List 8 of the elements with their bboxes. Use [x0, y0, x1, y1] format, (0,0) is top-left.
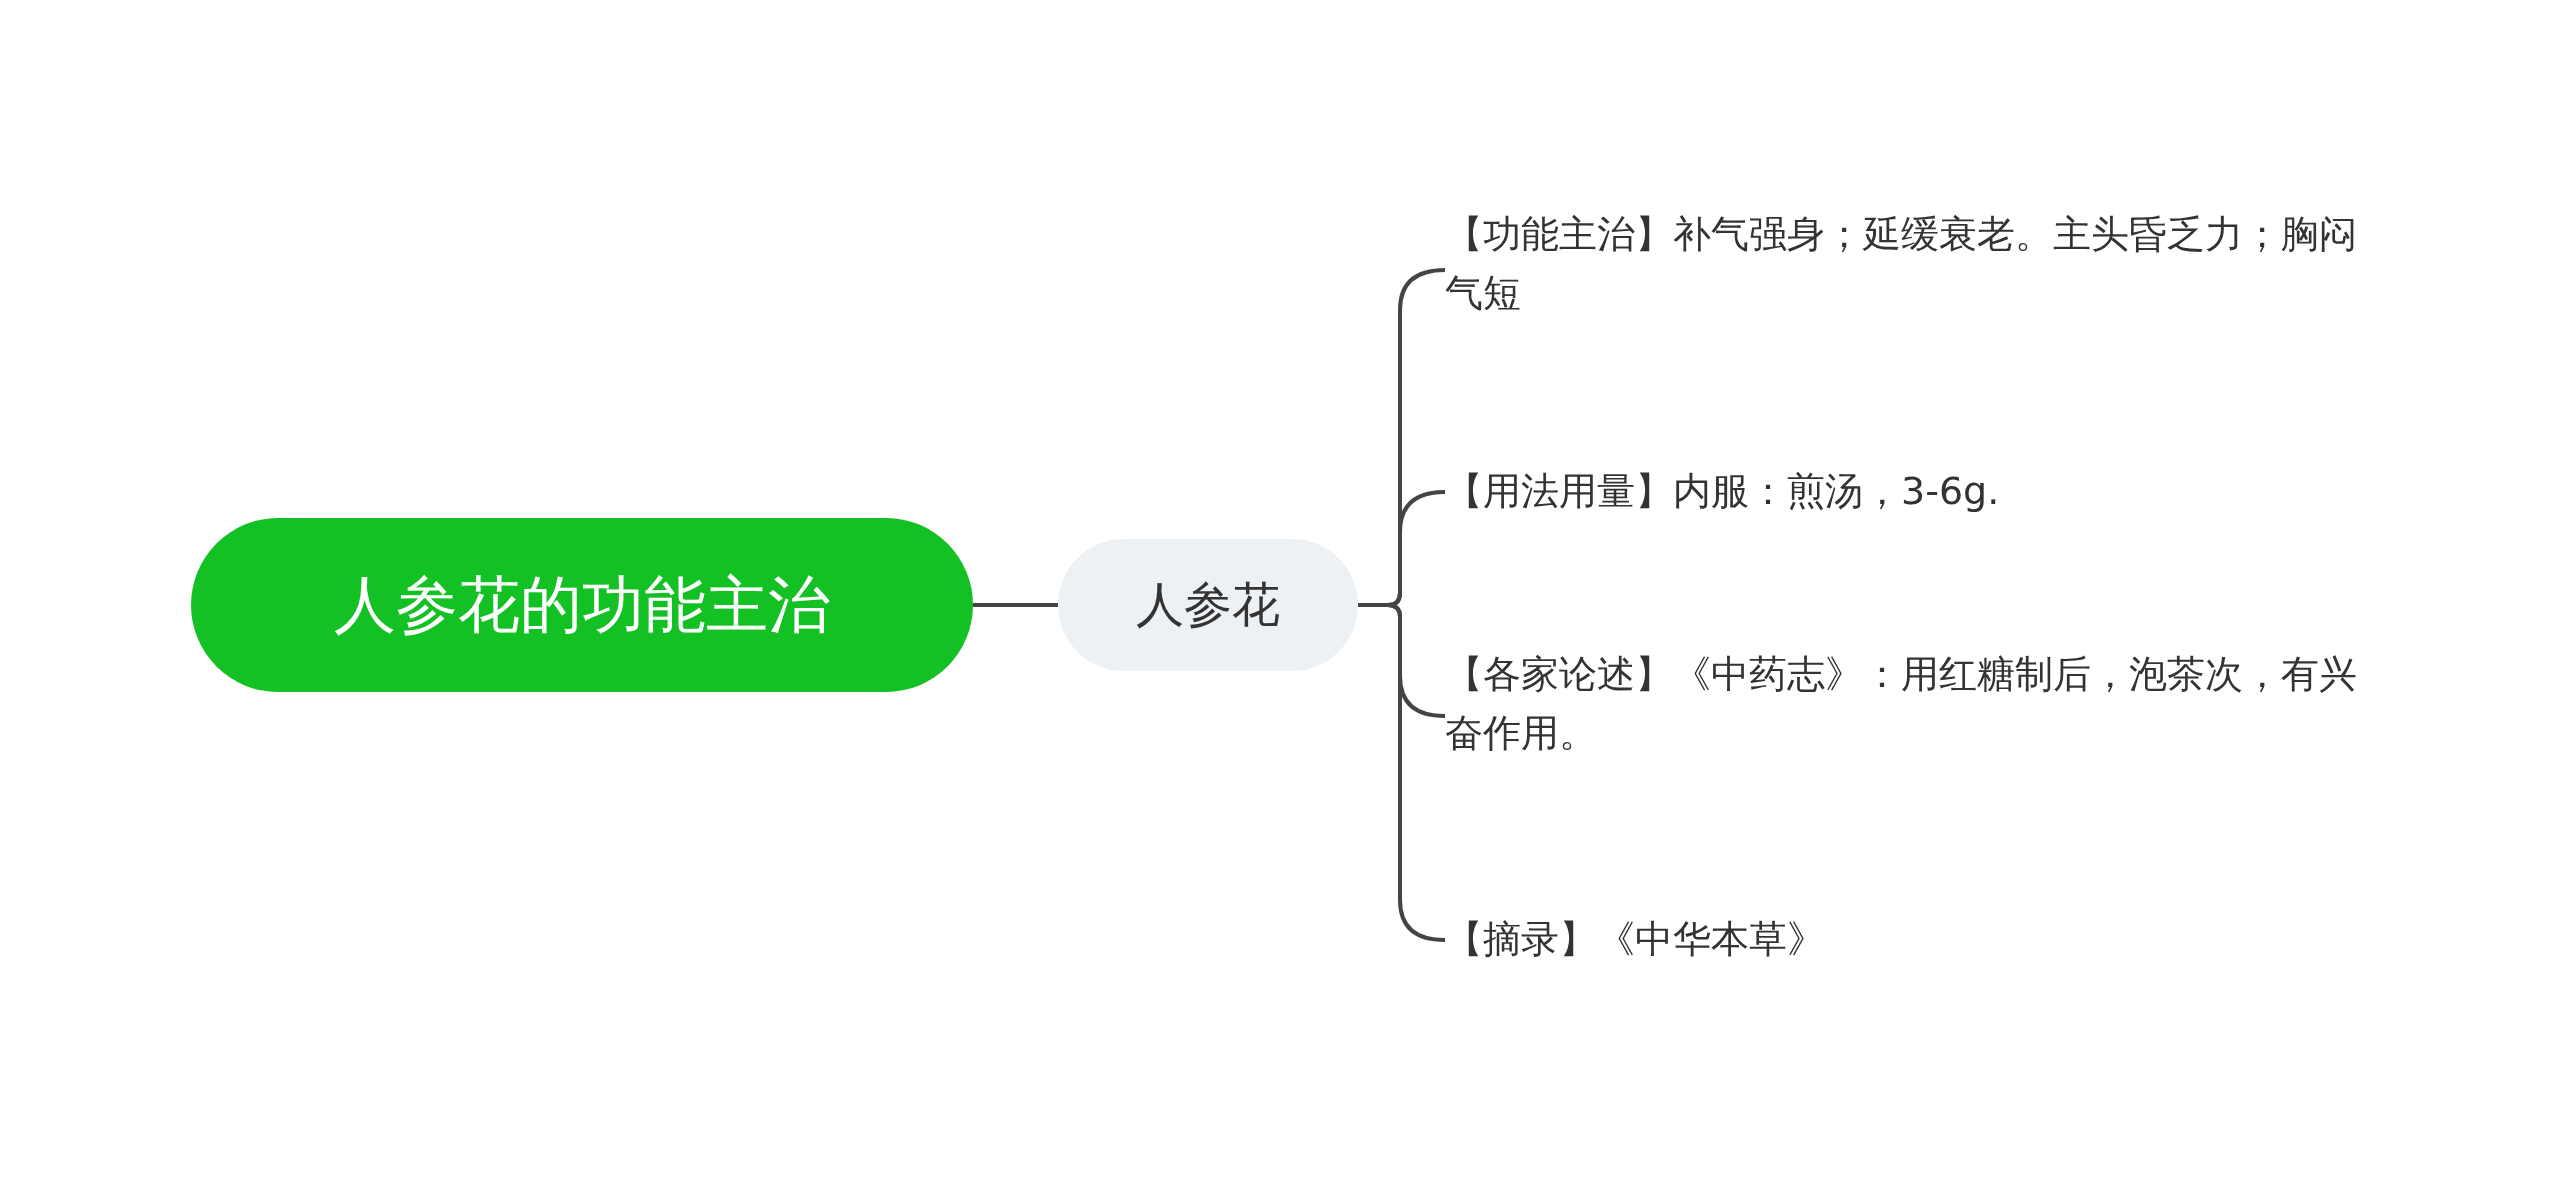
topic-text: 人参花的功能主治 — [334, 567, 830, 643]
topic-text: 人参花 — [1136, 575, 1280, 634]
subtopic-text: 【用法用量】内服：煎汤，3-6g. — [1445, 468, 2000, 515]
subtopic-text: 【功能主治】补气强身；延缓衰老。主头昏乏力；胸闷气短 — [1445, 211, 2358, 317]
connector-line — [1358, 603, 1446, 942]
connector-line — [973, 603, 1058, 607]
subtopic-text: 【各家论述】《中药志》：用红糖制后，泡茶次，有兴奋作用。 — [1445, 651, 2358, 757]
subtopic-text: 【摘录】《中华本草》 — [1445, 916, 1825, 963]
